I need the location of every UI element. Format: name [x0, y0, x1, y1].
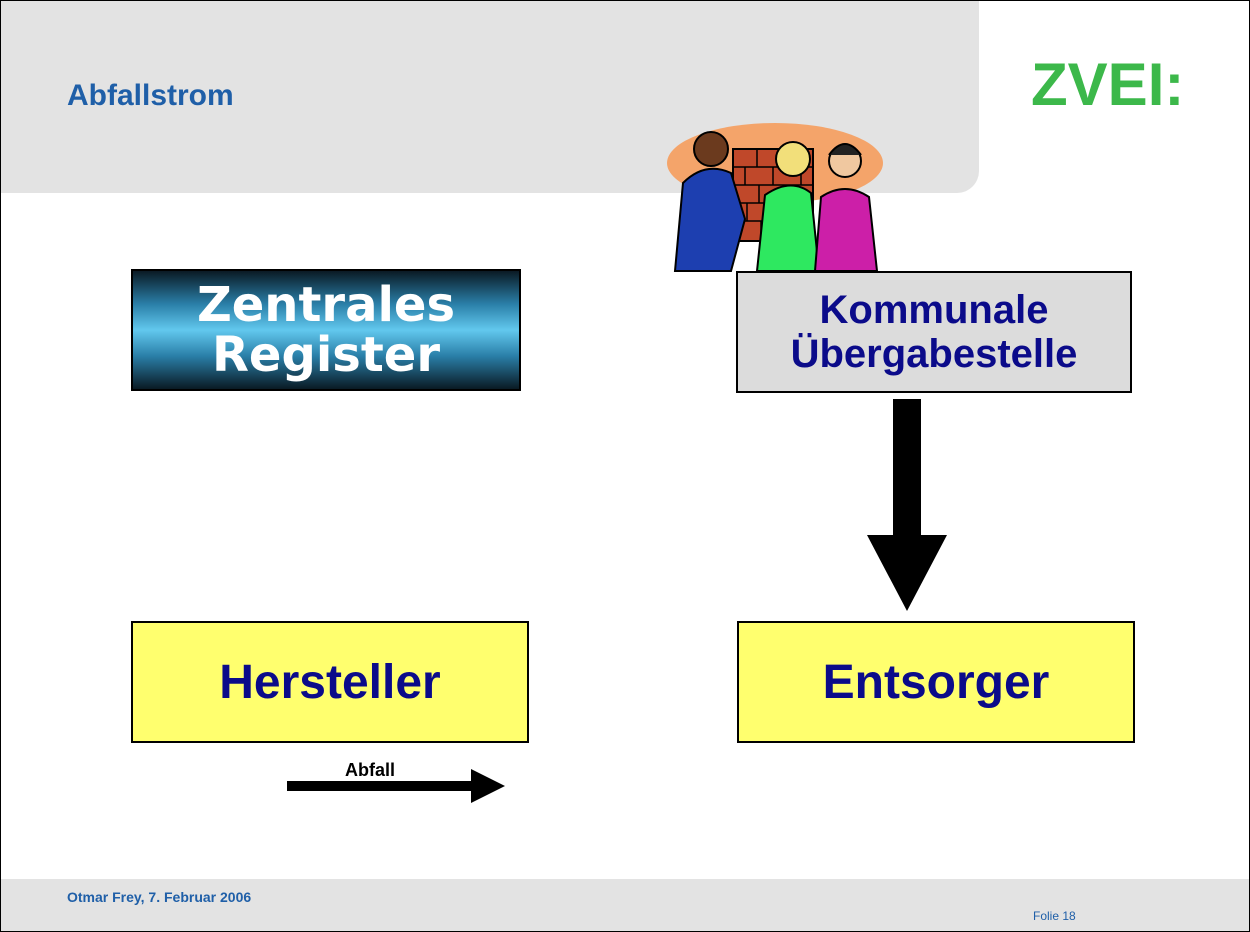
manufacturer-box: Hersteller: [131, 621, 529, 743]
kommunal-line-1: Kommunale: [819, 288, 1049, 332]
footer: Otmar Frey, 7. Februar 2006 Folie 18: [1, 879, 1249, 931]
people-building-wall-clipart: [667, 123, 883, 272]
arrow-label: Abfall: [345, 760, 396, 780]
slide-title: Abfallstrom: [67, 79, 234, 112]
logo-text: ZVEI:: [1031, 51, 1184, 118]
municipal-collection-box: Kommunale Übergabestelle: [736, 271, 1132, 393]
disposer-label: Entsorger: [822, 655, 1050, 709]
footer-author-date: Otmar Frey, 7. Februar 2006: [67, 889, 252, 905]
central-register-box: Zentrales Register: [131, 269, 521, 391]
kommunal-line-2: Übergabestelle: [790, 332, 1078, 376]
zvei-logo: ZVEI:: [1031, 51, 1184, 118]
right-arrow: [287, 769, 505, 803]
register-line-1: Zentrales: [196, 277, 456, 333]
disposer-box: Entsorger: [737, 621, 1135, 743]
register-line-2: Register: [211, 327, 441, 383]
manufacturer-label: Hersteller: [219, 655, 441, 709]
footer-page-number: Folie 18: [1033, 909, 1076, 923]
down-arrow: [867, 399, 947, 611]
